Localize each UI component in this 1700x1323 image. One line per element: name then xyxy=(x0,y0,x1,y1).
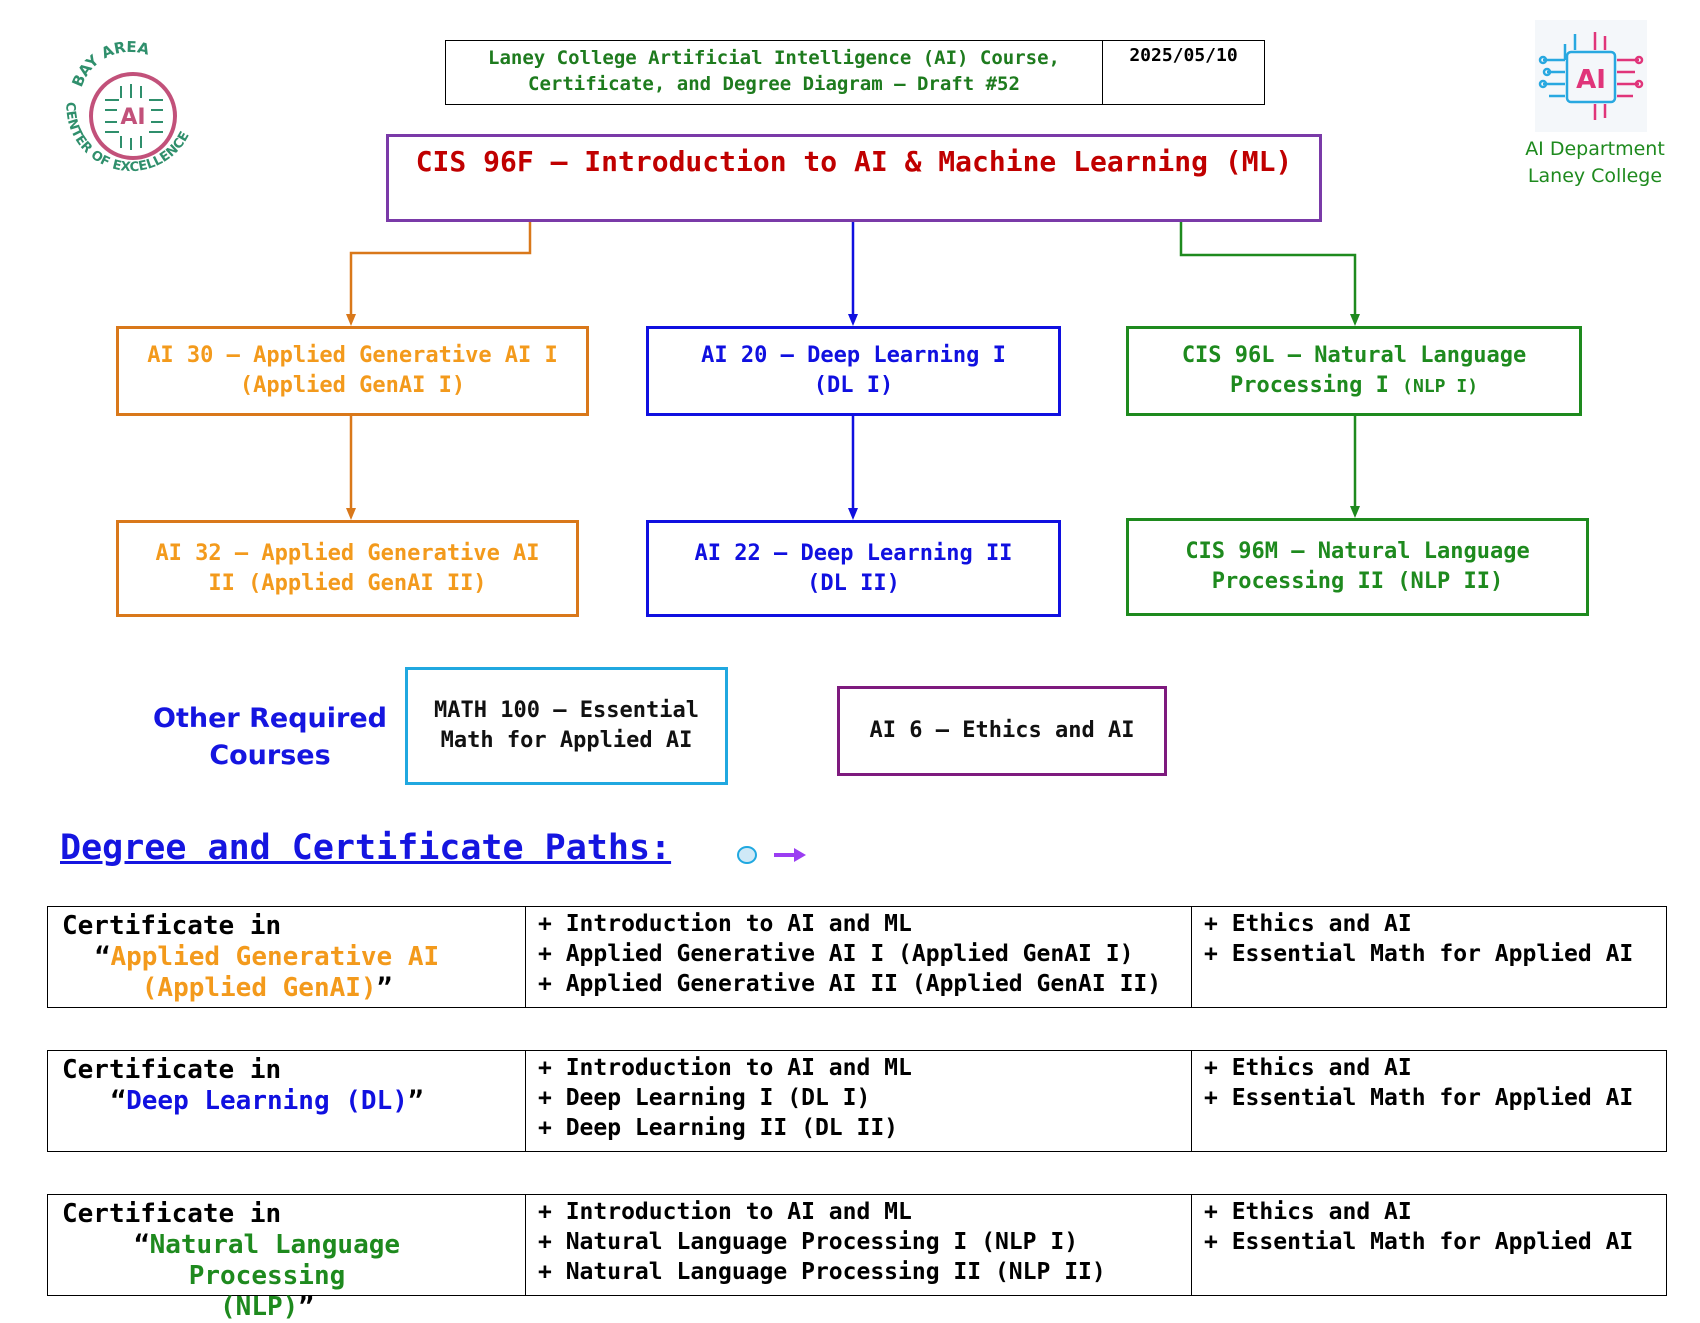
certificate-title-line2: (NLP) xyxy=(220,1292,299,1322)
course-ai30-line1: AI 30 – Applied Generative AI I xyxy=(147,343,558,368)
course-cis96l: CIS 96L – Natural Language Processing I … xyxy=(1126,326,1582,416)
header-date: 2025/05/10 xyxy=(1129,45,1238,66)
other-required-line1: Other Required xyxy=(153,703,387,734)
header-title-line2: Certificate, and Degree Diagram – Draft … xyxy=(528,73,1020,95)
certificate-title: “Natural Language Processing xyxy=(133,1230,401,1291)
certificate-other-cell: + Ethics and AI + Essential Math for App… xyxy=(1192,907,1666,1007)
other-course-item: + Ethics and AI xyxy=(1204,1055,1412,1081)
certificate-core-cell: + Introduction to AI and ML + Applied Ge… xyxy=(526,907,1192,1007)
certificate-title: “Applied Generative AI xyxy=(94,942,440,972)
core-course-item: + Introduction to AI and ML xyxy=(538,1055,912,1081)
flow-connectors xyxy=(346,222,1360,520)
course-ai22: AI 22 – Deep Learning II (DL II) xyxy=(646,520,1061,617)
certificate-name-cell: Certificate in “Natural Language Process… xyxy=(48,1195,526,1322)
other-required-line2: Courses xyxy=(209,740,331,771)
certificate-title-line2: (Applied GenAI) xyxy=(141,973,377,1003)
other-required-label: Other Required Courses xyxy=(150,700,390,774)
other-course-item: + Ethics and AI xyxy=(1204,1199,1412,1225)
ai-department-caption: AI Department Laney College xyxy=(1510,136,1680,190)
course-ai32-line1: AI 32 – Applied Generative AI xyxy=(155,540,540,566)
bay-area-coe-logo: AI BAY AREA CENTER OF EXCELLENCE xyxy=(55,38,205,185)
header-title: Laney College Artificial Intelligence (A… xyxy=(446,41,1103,104)
core-course-item: + Applied Generative AI II (Applied GenA… xyxy=(538,971,1162,997)
course-cis96l-line2: Processing I xyxy=(1229,372,1389,398)
other-course-item: + Essential Math for Applied AI xyxy=(1204,1229,1634,1255)
course-cis96f: CIS 96F – Introduction to AI & Machine L… xyxy=(386,134,1322,222)
ai-department-logo: AI xyxy=(1535,20,1647,132)
certificate-other-cell: + Ethics and AI + Essential Math for App… xyxy=(1192,1195,1666,1295)
course-math100: MATH 100 – Essential Math for Applied AI xyxy=(405,667,728,785)
ai-department-caption-line2: Laney College xyxy=(1527,165,1663,187)
small-circle-icon xyxy=(737,846,757,864)
certificate-genai-row: Certificate in “Applied Generative AI (A… xyxy=(47,906,1667,1008)
course-ai30: AI 30 – Applied Generative AI I (Applied… xyxy=(116,326,589,416)
course-ai6-label: AI 6 – Ethics and AI xyxy=(869,718,1135,743)
course-ai20-line2: (DL I) xyxy=(813,373,894,398)
course-ai20: AI 20 – Deep Learning I (DL I) xyxy=(646,326,1061,416)
other-course-item: + Essential Math for Applied AI xyxy=(1204,941,1634,967)
course-cis96l-line1: CIS 96L – Natural Language xyxy=(1181,342,1527,368)
certificate-other-cell: + Ethics and AI + Essential Math for App… xyxy=(1192,1051,1666,1151)
core-course-item: + Natural Language Processing II (NLP II… xyxy=(538,1259,1106,1285)
core-course-item: + Natural Language Processing I (NLP I) xyxy=(538,1229,1079,1255)
certificate-title-line1: Deep Learning (DL) xyxy=(126,1086,408,1116)
course-cis96m-line1: CIS 96M – Natural Language xyxy=(1185,539,1530,564)
core-course-item: + Introduction to AI and ML xyxy=(538,911,912,937)
course-ai32: AI 32 – Applied Generative AI II (Applie… xyxy=(116,520,579,617)
core-course-item: + Deep Learning II (DL II) xyxy=(538,1115,899,1141)
certificate-core-cell: + Introduction to AI and ML + Deep Learn… xyxy=(526,1051,1192,1151)
certificate-nlp-row: Certificate in “Natural Language Process… xyxy=(47,1194,1667,1322)
right-arrow-icon xyxy=(774,848,806,862)
course-ai22-line2: (DL II) xyxy=(807,570,900,596)
core-course-item: + Applied Generative AI I (Applied GenAI… xyxy=(538,941,1134,967)
right-logo-ai-text: AI xyxy=(1576,65,1606,95)
paths-title: Degree and Certificate Paths: xyxy=(60,828,672,868)
certificate-title-cont: (NLP)” xyxy=(220,1292,314,1322)
certificate-title-line1: Natural Language Processing xyxy=(149,1230,401,1291)
certificate-head: Certificate in xyxy=(62,1199,282,1229)
course-ai30-line2: (Applied GenAI I) xyxy=(239,373,466,398)
course-cis96f-label: CIS 96F – Introduction to AI & Machine L… xyxy=(415,145,1293,178)
certificate-head: Certificate in xyxy=(62,911,282,941)
certificate-name-cell: Certificate in “Applied Generative AI (A… xyxy=(48,907,526,1007)
course-ai6: AI 6 – Ethics and AI xyxy=(837,686,1167,776)
certificate-head: Certificate in xyxy=(62,1055,282,1085)
ai-department-caption-line1: AI Department xyxy=(1525,138,1665,160)
course-math100-line1: MATH 100 – Essential xyxy=(434,698,699,723)
core-course-item: + Introduction to AI and ML xyxy=(538,1199,912,1225)
core-course-item: + Deep Learning I (DL I) xyxy=(538,1085,871,1111)
arrow-intro-to-ai30 xyxy=(349,222,532,318)
certificate-title: “Deep Learning (DL)” xyxy=(110,1086,424,1116)
other-course-item: + Ethics and AI xyxy=(1204,911,1412,937)
course-cis96m: CIS 96M – Natural Language Processing II… xyxy=(1126,518,1589,616)
certificate-core-cell: + Introduction to AI and ML + Natural La… xyxy=(526,1195,1192,1295)
header-box: Laney College Artificial Intelligence (A… xyxy=(445,40,1265,105)
course-math100-line2: Math for Applied AI xyxy=(440,728,693,753)
certificate-title-cont: (Applied GenAI)” xyxy=(141,973,393,1003)
certificate-dl-row: Certificate in “Deep Learning (DL)” + In… xyxy=(47,1050,1667,1152)
course-ai22-line1: AI 22 – Deep Learning II xyxy=(694,540,1013,566)
course-cis96l-abbrev: (NLP I) xyxy=(1402,375,1479,397)
course-ai32-line2: II (Applied GenAI II) xyxy=(208,570,487,596)
header-title-line1: Laney College Artificial Intelligence (A… xyxy=(488,47,1060,69)
course-ai20-line1: AI 20 – Deep Learning I xyxy=(701,343,1006,368)
course-cis96m-line2: Processing II (NLP II) xyxy=(1211,569,1504,594)
other-course-item: + Essential Math for Applied AI xyxy=(1204,1085,1634,1111)
logo-ai-text: AI xyxy=(120,105,145,130)
certificate-title-line1: Applied Generative AI xyxy=(110,942,440,972)
arrow-intro-to-cis96l xyxy=(1179,222,1357,318)
certificate-name-cell: Certificate in “Deep Learning (DL)” xyxy=(48,1051,526,1151)
